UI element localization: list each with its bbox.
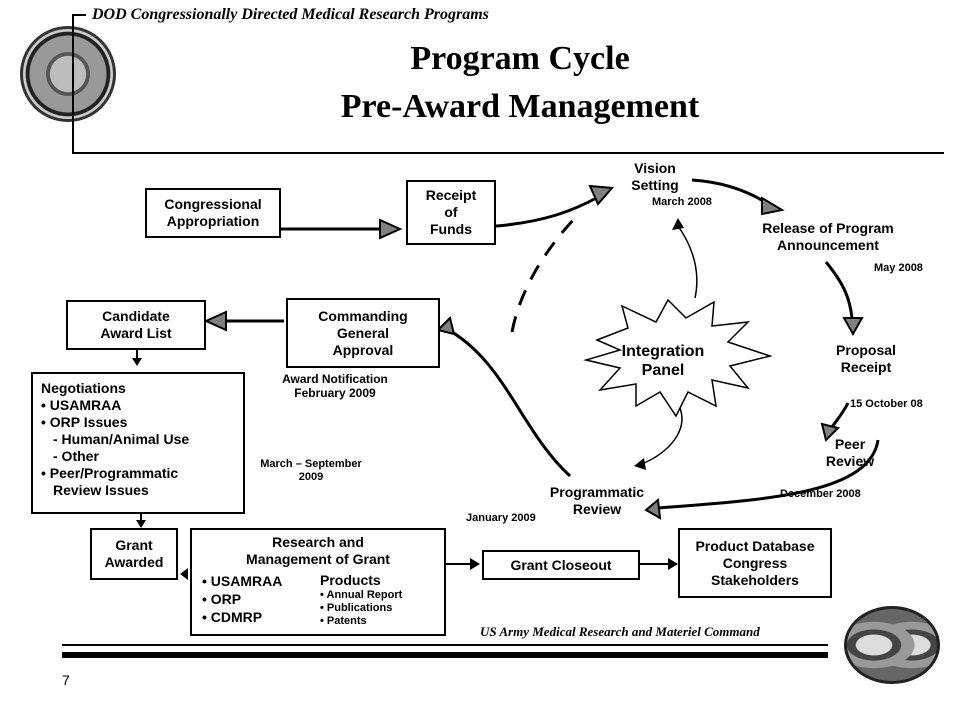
grant-awarded-box: Grant Awarded [90,528,178,580]
integration-panel-label: Integration Panel [621,343,705,379]
integration-panel-burst [583,298,773,418]
arrowhead-appropriation [379,218,403,240]
research-left-list: • USAMRAA • ORP • CDMRP [202,572,282,626]
dashed-return-to-vision [510,216,577,333]
header-subtitle: DOD Congressionally Directed Medical Res… [92,6,489,23]
research-left-item: • USAMRAA [202,573,283,589]
receipt-of-funds-box: Receipt of Funds [406,180,496,245]
commanding-general-label: Commanding General Approval [318,307,408,358]
peer-date: December 2008 [780,488,861,500]
release-announcement-label: Release of Program Announcement [762,220,894,253]
vision-date: March 2008 [652,196,712,208]
negotiations-item: Review Issues [53,482,149,498]
candidate-award-list-box: Candidate Award List [66,300,206,350]
dod-seal-logo [20,26,116,122]
research-management-title: Research and Management of Grant [246,534,390,567]
programmatic-review-label: Programmatic Review [549,484,645,517]
receipt-of-funds-label: Receipt of Funds [425,187,477,237]
negotiations-item: • ORP Issues [41,414,128,430]
arrowhead-approval [436,316,456,336]
footer-command: US Army Medical Research and Materiel Co… [480,624,760,639]
award-notification-label: Award Notification February 2009 [282,372,388,400]
products-item: • Annual Report [320,589,403,601]
footer-rule-thin [62,644,828,646]
congressional-appropriation-box: Congressional Appropriation [145,188,281,238]
congressional-appropriation-label: Congressional Appropriation [164,196,262,229]
products-item: • Publications [320,602,393,614]
negotiations-item: • USAMRAA [41,397,122,413]
negotiations-item: - Other [53,448,99,464]
products-list: Products • Annual Report • Publications … [320,572,402,628]
page-title-line1: Program Cycle [410,40,630,77]
page-title-line2: Pre-Award Management [340,88,700,125]
header-bracket-left [72,14,74,154]
commanding-general-box: Commanding General Approval [286,298,440,368]
arrowhead-programmatic [644,498,662,520]
peer-review-label: Peer Review [825,436,875,469]
negotiations-date: March – September 2009 [260,458,362,483]
research-left-item: • CDMRP [202,609,263,625]
arrowhead-release [761,196,785,216]
header-rule [72,14,86,16]
arrow-funds-to-vision [495,194,601,228]
negotiations-item: • Peer/Programmatic [41,465,179,481]
arrow-programmatic-to-approval [444,326,572,478]
arrow-panel-to-programmatic [641,407,683,465]
programmatic-date: January 2009 [466,512,536,524]
grant-awarded-label: Grant Awarded [104,537,164,570]
product-database-label: Product Database Congress Stakeholders [695,537,815,588]
grant-closeout-label: Grant Closeout [510,556,612,573]
products-title: Products [320,572,381,588]
arrow-peer-to-programmatic [657,439,880,510]
negotiations-box: Negotiations • USAMRAA • ORP Issues - Hu… [31,372,245,514]
research-management-box: Research and Management of Grant • USAMR… [190,528,446,636]
page-number: 7 [62,672,70,688]
negotiations-item: - Human/Animal Use [53,431,190,447]
products-item: • Patents [320,615,367,627]
grant-closeout-box: Grant Closeout [482,550,640,580]
product-database-box: Product Database Congress Stakeholders [678,528,832,598]
arrow-release-to-proposal [824,261,854,319]
arrowhead-vision [588,184,615,206]
vision-setting-label: Vision Setting [631,160,679,193]
research-left-item: • ORP [202,591,242,607]
negotiations-list: • USAMRAA • ORP Issues - Human/Animal Us… [41,397,235,499]
medical-command-logo [844,606,940,684]
header-rule-bottom [72,152,944,154]
arrowhead-candidate [203,310,227,332]
release-date: May 2008 [874,262,923,274]
negotiations-title: Negotiations [41,380,126,396]
proposal-date: 15 October 08 [850,398,923,410]
arrowhead-proposal [842,317,864,337]
footer-rule-thick [62,652,828,658]
proposal-receipt-label: Proposal Receipt [836,342,896,375]
arrowhead-peer [820,422,840,442]
arrow-panel-to-vision [677,225,698,299]
candidate-award-list-label: Candidate Award List [100,308,172,341]
